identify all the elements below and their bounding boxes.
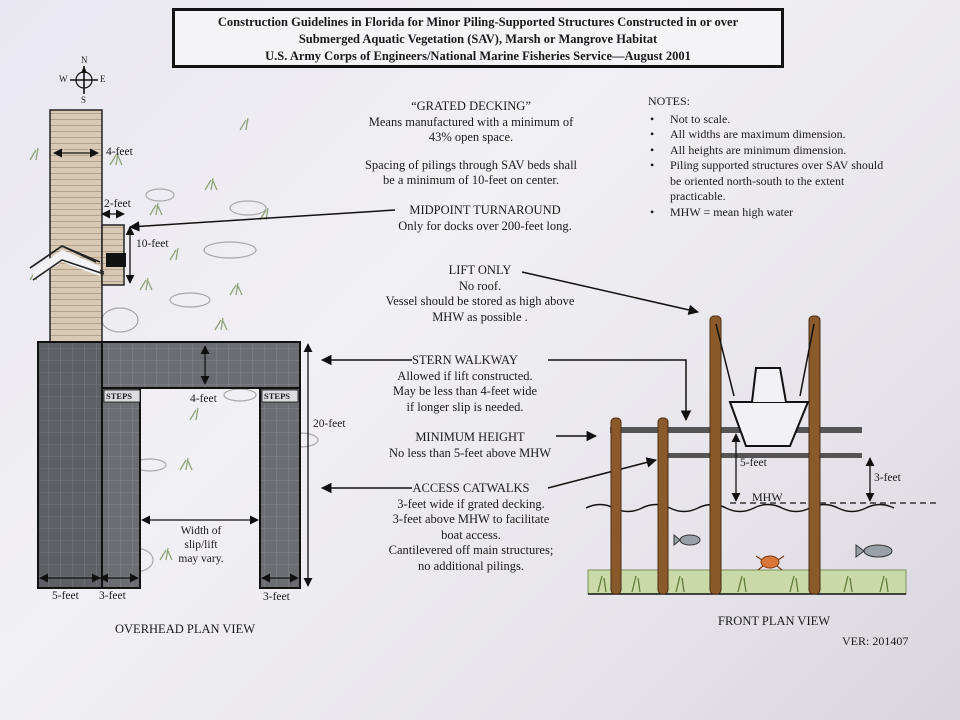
version-label: VER: 201407 bbox=[842, 634, 909, 648]
front-view-label: FRONT PLAN VIEW bbox=[718, 614, 831, 628]
grated-title: “GRATED DECKING” bbox=[411, 99, 531, 113]
note-item: MHW = mean high water bbox=[650, 205, 890, 221]
slip-width-note: Width of slip/lift may vary. bbox=[158, 524, 244, 566]
stern-note: STERN WALKWAY Allowed if lift constructe… bbox=[380, 353, 550, 415]
compass-w: W bbox=[59, 74, 68, 84]
slip-line-1: Width of bbox=[180, 525, 222, 537]
steps-right-label: STEPS bbox=[264, 391, 290, 401]
compass-e: E bbox=[100, 74, 106, 84]
note-item: All widths are maximum dimension. bbox=[650, 127, 890, 143]
dim-10ft: 10-feet bbox=[136, 238, 169, 250]
access-line-4: Cantilevered off main structures; bbox=[388, 543, 554, 557]
lift-line-3: MHW as possible . bbox=[432, 309, 528, 324]
notes-title: NOTES: bbox=[648, 94, 690, 108]
note-item: All heights are minimum dimension. bbox=[650, 143, 890, 159]
min-height-title: MINIMUM HEIGHT bbox=[415, 430, 525, 444]
dim-3ft-right: 3-feet bbox=[263, 591, 290, 603]
access-line-3: boat access. bbox=[441, 527, 501, 542]
crab-icon bbox=[755, 555, 785, 571]
dim-20ft: 20-feet bbox=[313, 418, 346, 430]
fish-icon bbox=[855, 544, 893, 558]
midpoint-title: MIDPOINT TURNAROUND bbox=[409, 203, 561, 217]
boat-icon bbox=[728, 401, 810, 447]
midpoint-desc: Only for docks over 200-feet long. bbox=[398, 218, 572, 233]
dim-5ft-bottom: 5-feet bbox=[52, 590, 79, 602]
front-dim-3ft: 3-feet bbox=[874, 472, 901, 484]
grated-line-1: Means manufactured with a minimum of bbox=[368, 114, 574, 129]
access-line-1: 3-feet wide if grated decking. bbox=[397, 496, 545, 511]
notes: NOTES: Not to scale. All widths are maxi… bbox=[648, 94, 890, 220]
compass-s: S bbox=[81, 95, 87, 105]
dim-4ft-top: 4-feet bbox=[106, 146, 133, 158]
callout-pointers bbox=[128, 209, 700, 494]
title-box: Construction Guidelines in Florida for M… bbox=[172, 8, 784, 68]
compass-n: N bbox=[81, 55, 88, 65]
slip-line-3: may vary. bbox=[178, 553, 224, 565]
slip-line-2: slip/lift bbox=[184, 539, 218, 551]
min-height-desc: No less than 5-feet above MHW bbox=[388, 445, 552, 460]
stern-line-3: if longer slip is needed. bbox=[406, 399, 524, 414]
spacing-line-2: be a minimum of 10-feet on center. bbox=[383, 173, 559, 187]
dim-3ft-bottom: 3-feet bbox=[99, 590, 126, 602]
stern-title: STERN WALKWAY bbox=[412, 353, 518, 367]
lift-line-2: Vessel should be stored as high above bbox=[385, 294, 575, 308]
note-item: Piling supported structures over SAV sho… bbox=[650, 158, 890, 205]
dim-4ft-walkway: 4-feet bbox=[190, 393, 217, 405]
mhw-label: MHW bbox=[752, 490, 783, 504]
access-note: ACCESS CATWALKS 3-feet wide if grated de… bbox=[376, 481, 566, 574]
stern-line-2: May be less than 4-feet wide bbox=[392, 384, 538, 398]
title-line-1: Construction Guidelines in Florida for M… bbox=[217, 15, 739, 29]
overhead-view-label: OVERHEAD PLAN VIEW bbox=[115, 622, 256, 636]
access-title: ACCESS CATWALKS bbox=[412, 481, 530, 495]
grated-line-2: 43% open space. bbox=[428, 130, 514, 144]
spacing-line-1: Spacing of pilings through SAV beds shal… bbox=[364, 157, 578, 172]
lift-title: LIFT ONLY bbox=[448, 263, 512, 277]
midpoint-note: MIDPOINT TURNAROUND Only for docks over … bbox=[370, 203, 600, 234]
title-line-3: U.S. Army Corps of Engineers/National Ma… bbox=[265, 49, 691, 63]
lift-note: LIFT ONLY No roof. Vessel should be stor… bbox=[360, 263, 600, 325]
title-line-2: Submerged Aquatic Vegetation (SAV), Mars… bbox=[298, 32, 658, 46]
front-plan-view bbox=[585, 315, 936, 595]
note-item: Not to scale. bbox=[650, 112, 890, 128]
stern-line-1: Allowed if lift constructed. bbox=[397, 368, 533, 383]
terminal-platform bbox=[37, 341, 301, 589]
overhead-dimensions bbox=[39, 148, 313, 587]
fish-icon bbox=[673, 533, 701, 547]
access-line-2: 3-feet above MHW to facilitate bbox=[392, 512, 550, 526]
min-height-note: MINIMUM HEIGHT No less than 5-feet above… bbox=[380, 430, 560, 461]
compass-icon bbox=[70, 66, 98, 94]
main-dock-walkway bbox=[49, 109, 103, 343]
lift-line-1: No roof. bbox=[458, 278, 502, 293]
dim-2ft: 2-feet bbox=[104, 198, 131, 210]
grated-decking-note: “GRATED DECKING” Means manufactured with… bbox=[358, 99, 584, 189]
front-dim-5ft: 5-feet bbox=[740, 457, 767, 469]
steps-left-label: STEPS bbox=[106, 391, 132, 401]
access-line-5: no additional pilings. bbox=[418, 558, 524, 573]
